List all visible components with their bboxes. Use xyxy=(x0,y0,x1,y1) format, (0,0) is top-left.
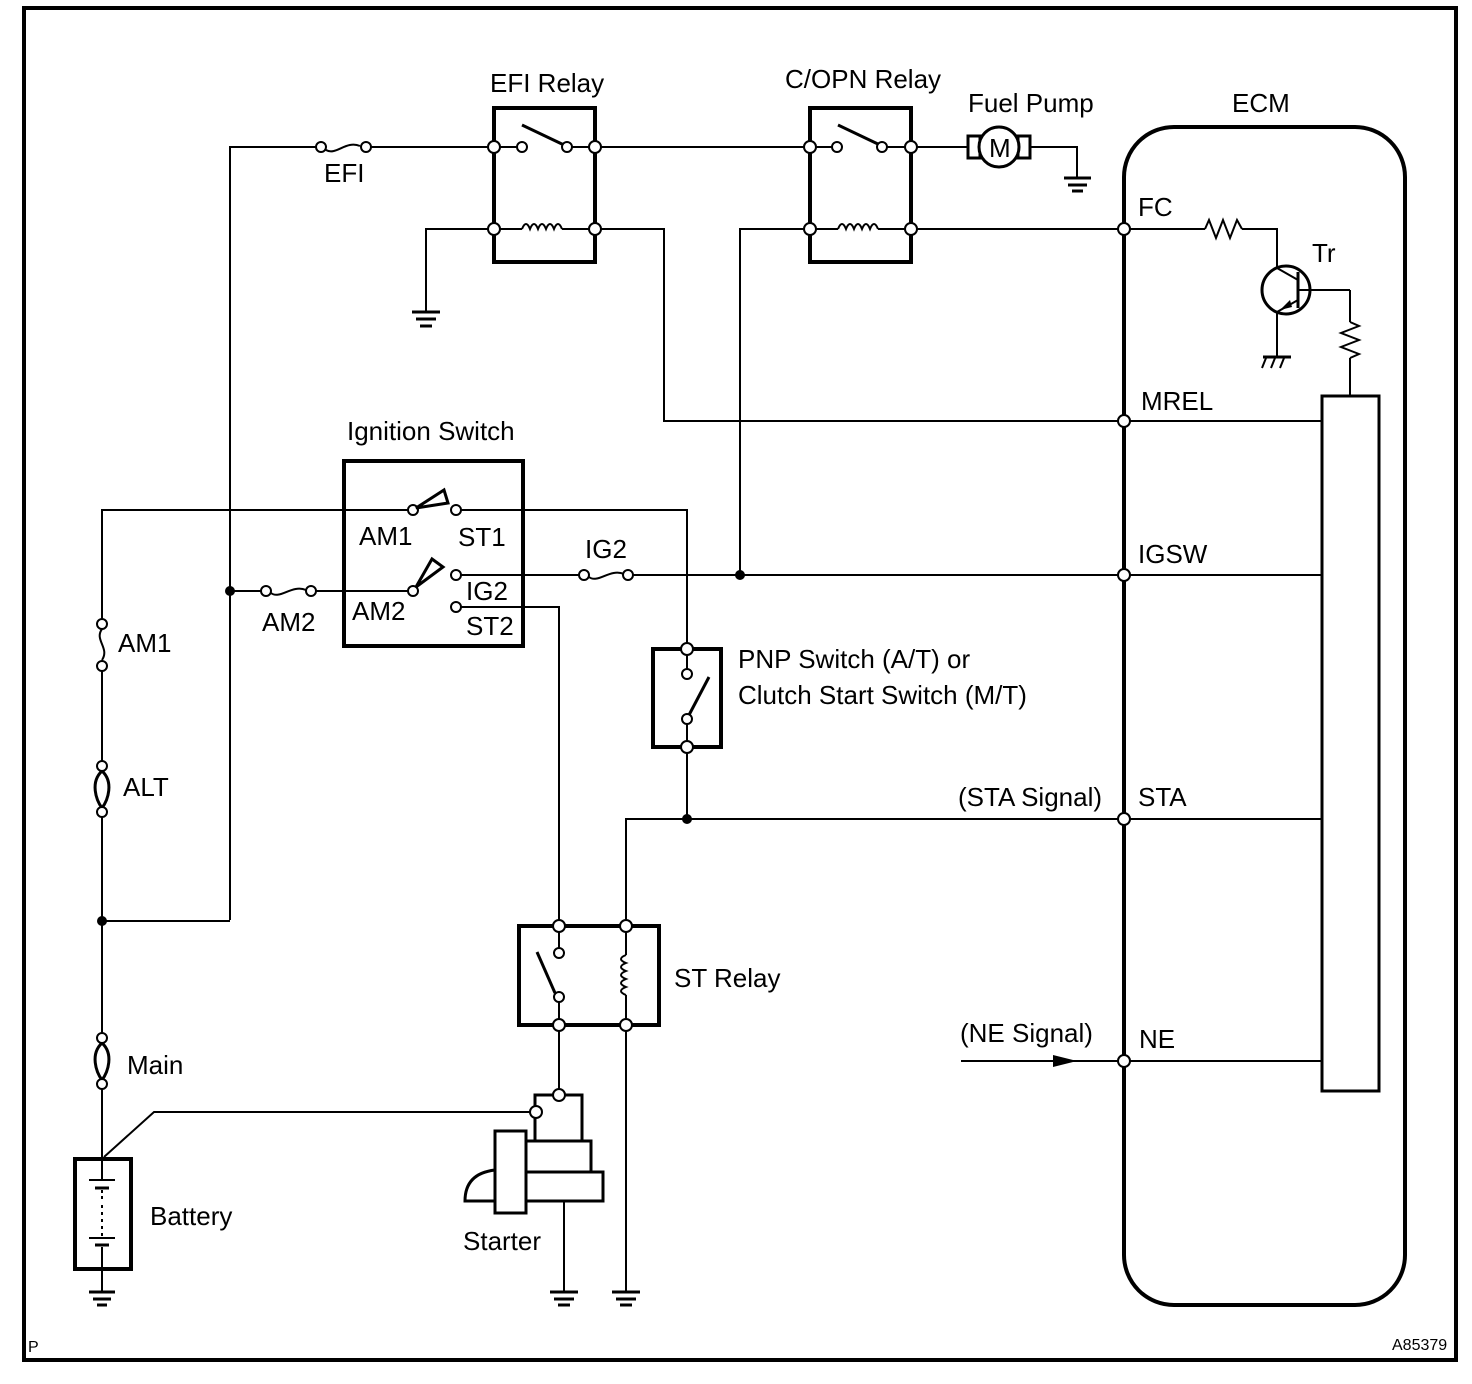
efi-relay-coil-icon xyxy=(521,223,563,232)
fuel-pump-motor-icon: M xyxy=(966,125,1032,169)
starter-icon xyxy=(463,1088,605,1215)
am1-fuse xyxy=(96,618,108,672)
resistor-icon xyxy=(1204,217,1243,241)
ecm-internal-block xyxy=(1320,394,1381,1093)
st-relay-switch-icon xyxy=(535,919,566,1032)
copn-relay xyxy=(803,106,918,264)
am2-fuse-label: AM2 xyxy=(262,607,315,637)
junction-dot xyxy=(97,916,107,926)
ig2-fuse-label: IG2 xyxy=(585,534,627,564)
pnp-switch-contact-icon xyxy=(680,642,711,754)
ecm-label: ECM xyxy=(1232,88,1290,118)
ignition-terminal-st2: ST2 xyxy=(466,611,514,641)
efi-feed-wire xyxy=(229,146,494,920)
resistor-icon xyxy=(1338,321,1362,359)
chassis-ground-icon xyxy=(1261,355,1291,369)
ground-icon xyxy=(1064,176,1091,193)
ignition-switch xyxy=(342,459,525,648)
corner-mark: P xyxy=(28,1339,39,1356)
ground-icon xyxy=(412,310,440,328)
ground-icon xyxy=(89,1290,115,1307)
ecm-terminal-sta-label: STA xyxy=(1138,782,1187,812)
ignition-terminal-st1: ST1 xyxy=(458,522,506,552)
am2-fuse xyxy=(260,585,317,597)
pnp-switch-label-line2: Clutch Start Switch (M/T) xyxy=(738,680,1027,710)
ecm-terminal-mrel-label: MREL xyxy=(1141,386,1213,416)
efi-relay xyxy=(487,106,602,264)
ground-icon xyxy=(550,1290,578,1307)
transistor-label: Tr xyxy=(1312,238,1336,268)
junction-dot xyxy=(735,570,745,580)
st-relay xyxy=(517,924,661,1027)
ig2-fuse xyxy=(578,569,634,581)
transistor-icon xyxy=(1260,264,1350,316)
alt-fuse xyxy=(93,760,111,818)
diagram-frame xyxy=(22,6,1458,1362)
ignition-terminal-am2: AM2 xyxy=(352,596,405,626)
ignition-terminal-am1: AM1 xyxy=(359,521,412,551)
ignition-am2-contact-icon xyxy=(414,556,446,589)
ignition-switch-label: Ignition Switch xyxy=(347,416,515,446)
ne-signal-label: (NE Signal) xyxy=(960,1018,1093,1048)
ground-icon xyxy=(612,1290,640,1307)
ecm-terminal-igsw-label: IGSW xyxy=(1138,539,1208,569)
pnp-switch-label-line1: PNP Switch (A/T) or xyxy=(738,644,970,674)
alt-fuse-label: ALT xyxy=(123,772,169,802)
ecm-terminal-ne-label: NE xyxy=(1139,1024,1175,1054)
ne-signal-arrow-icon xyxy=(1053,1055,1077,1067)
copn-relay-label: C/OPN Relay xyxy=(785,64,941,94)
ignition-terminal-ig2: IG2 xyxy=(466,576,508,606)
efi-relay-label: EFI Relay xyxy=(490,68,604,98)
st-relay-coil-icon xyxy=(619,919,633,1032)
ignition-am1-contact-icon xyxy=(415,487,450,510)
am1-fuse-label: AM1 xyxy=(118,628,171,658)
motor-symbol: M xyxy=(989,133,1011,163)
efi-fuse xyxy=(315,141,372,153)
ecm-terminals xyxy=(1117,222,1131,1068)
figure-id: A85379 xyxy=(1392,1337,1447,1354)
battery-label: Battery xyxy=(150,1201,232,1231)
main-fuse xyxy=(93,1032,111,1090)
st-relay-label: ST Relay xyxy=(674,963,780,993)
fuel-pump-label: Fuel Pump xyxy=(968,88,1094,118)
efi-fuse-label: EFI xyxy=(324,158,364,188)
ecm-terminal-fc-label: FC xyxy=(1138,192,1173,222)
junction-dot xyxy=(225,586,235,596)
sta-signal-label: (STA Signal) xyxy=(958,782,1102,812)
starter-label: Starter xyxy=(463,1226,541,1256)
battery-cell-icon xyxy=(89,1159,115,1292)
ecm-box xyxy=(1122,125,1407,1307)
main-fuse-label: Main xyxy=(127,1050,183,1080)
copn-relay-coil-icon xyxy=(837,223,879,232)
